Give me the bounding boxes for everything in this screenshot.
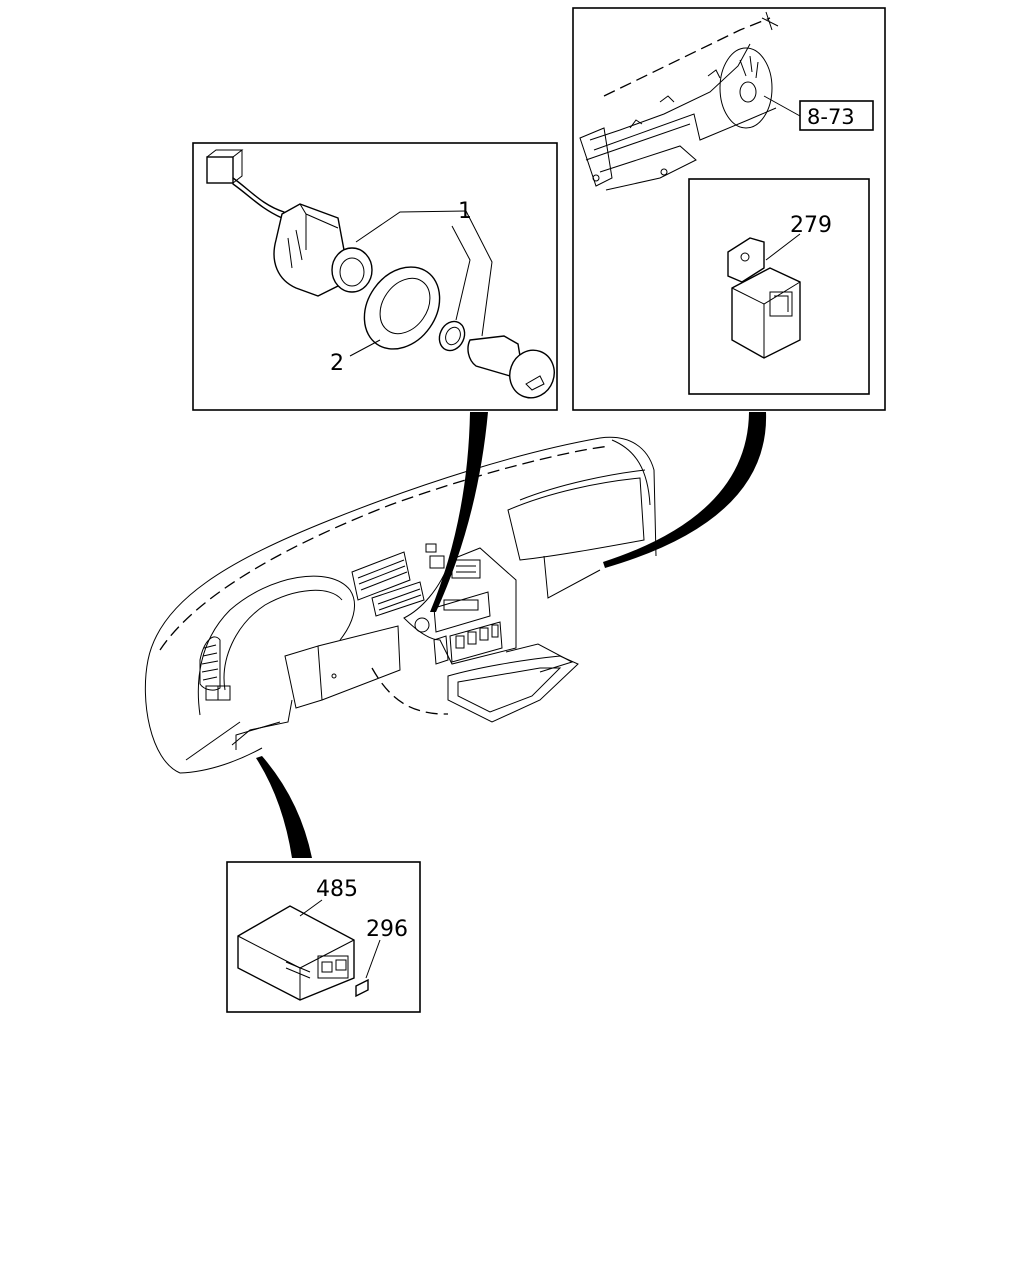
leader-cigarette-lighter bbox=[430, 412, 488, 612]
leader-control-unit-485 bbox=[256, 756, 312, 858]
callout-1: 1 bbox=[458, 199, 472, 224]
cigarette-lighter-inset: 1 2 bbox=[192, 142, 558, 411]
ref-box-8-73 bbox=[799, 100, 874, 131]
callout-2: 2 bbox=[330, 351, 344, 376]
instrument-panel bbox=[144, 436, 657, 774]
callout-485: 485 bbox=[316, 877, 358, 902]
callout-279: 279 bbox=[790, 213, 832, 238]
callout-ref-8-73[interactable]: 8-73 bbox=[807, 105, 855, 129]
leader-switch-279 bbox=[603, 412, 767, 568]
switch-inset: 8-73 279 bbox=[572, 7, 886, 411]
control-unit-inset: 485 296 bbox=[226, 861, 421, 1013]
callout-296: 296 bbox=[366, 917, 408, 942]
